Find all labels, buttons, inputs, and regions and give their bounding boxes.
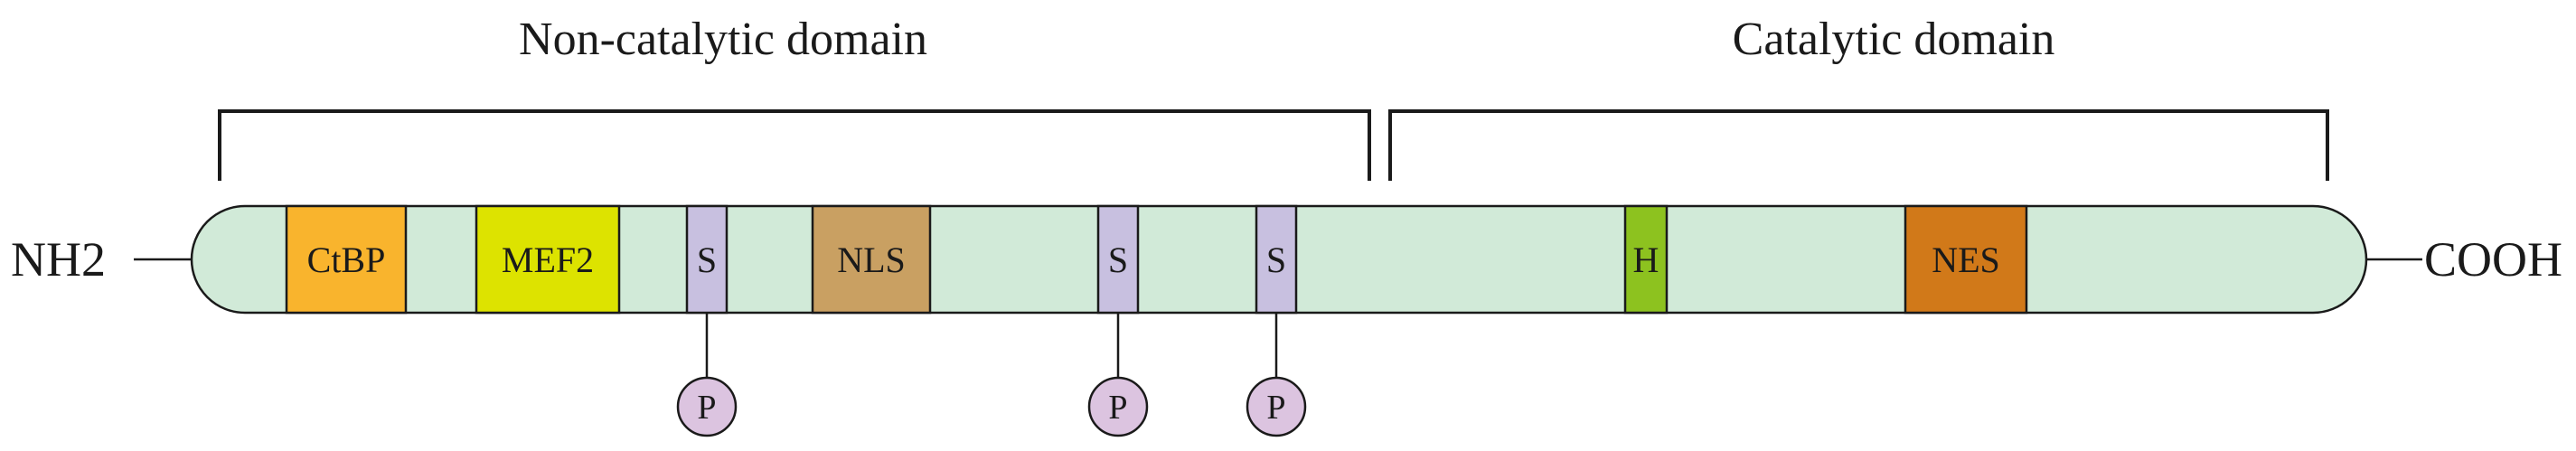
- non-catalytic-domain-title: Non-catalytic domain: [519, 14, 927, 65]
- phospho-site-1: P: [676, 376, 738, 437]
- segment-s1-label: S: [697, 240, 717, 280]
- phospho-site-2-label: P: [1108, 389, 1127, 427]
- segment-ctbp-label: CtBP: [307, 240, 386, 280]
- phospho-site-3: P: [1246, 376, 1307, 437]
- catalytic-domain-bracket: [1388, 109, 2329, 181]
- n-terminus-label: NH2: [11, 232, 106, 287]
- catalytic-domain-title: Catalytic domain: [1733, 14, 2055, 65]
- c-terminus-label: COOH: [2424, 232, 2562, 287]
- segment-h: H: [1623, 204, 1669, 315]
- segment-s3: S: [1255, 204, 1298, 315]
- segment-s2-label: S: [1108, 240, 1128, 280]
- phospho-site-2: P: [1087, 376, 1149, 437]
- phospho-site-1-label: P: [697, 389, 716, 427]
- segment-nls: NLS: [811, 204, 932, 315]
- non-catalytic-domain-bracket: [218, 109, 1371, 181]
- segment-s2: S: [1096, 204, 1140, 315]
- segment-s1: S: [685, 204, 729, 315]
- segment-mef2: MEF2: [475, 204, 621, 315]
- segment-s3-label: S: [1266, 240, 1286, 280]
- segment-h-label: H: [1633, 240, 1659, 280]
- segment-nes: NES: [1904, 204, 2028, 315]
- segment-mef2-label: MEF2: [502, 240, 594, 280]
- segment-nes-label: NES: [1932, 240, 2000, 280]
- segment-ctbp: CtBP: [285, 204, 408, 315]
- phospho-site-3-label: P: [1266, 389, 1285, 427]
- segment-nls-label: NLS: [837, 240, 906, 280]
